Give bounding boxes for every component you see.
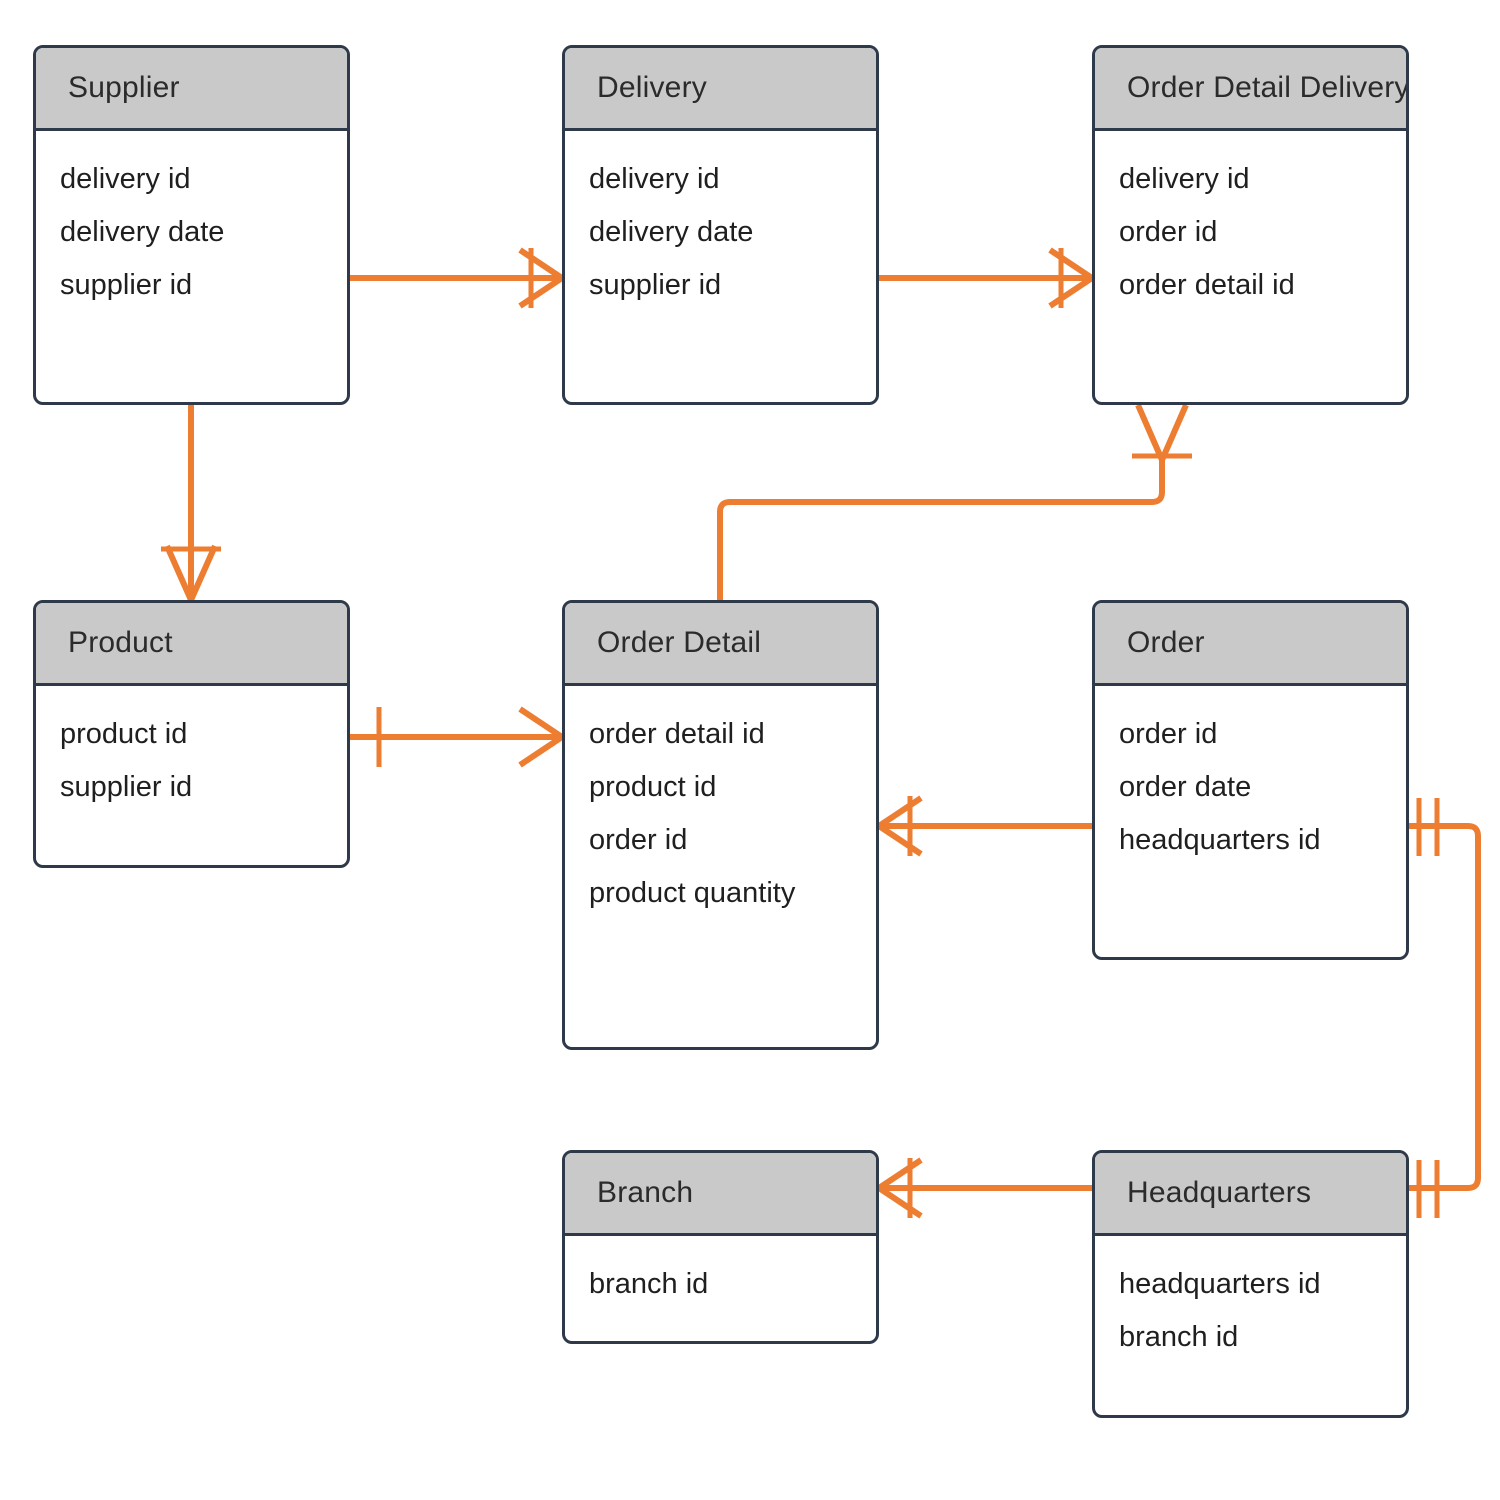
attribute-row: branch id [1119,1321,1239,1353]
attribute-row: order id [589,824,688,856]
entity-header-branch: Branch [565,1153,876,1236]
attribute-row: supplier id [589,269,722,301]
entity-title-supplier: Supplier [68,71,180,104]
attribute-row: order detail id [589,718,765,750]
entity-body-supplier: delivery id delivery date supplier id [36,131,347,334]
entity-header-supplier: Supplier [36,48,347,131]
attribute-row: supplier id [60,269,193,301]
entity-product[interactable]: Product product id supplier id [33,600,350,868]
relationship-order-detail-order [877,795,1092,857]
attribute-row: headquarters id [1119,824,1321,856]
entity-supplier[interactable]: Supplier delivery id delivery date suppl… [33,45,350,405]
entity-body-product: product id supplier id [36,686,347,836]
attribute-row: delivery id [1119,163,1250,195]
attribute-row: product quantity [589,877,796,909]
entity-body-branch: branch id [565,1236,876,1333]
attribute-row: order date [1119,771,1252,803]
attribute-row: product id [589,771,717,803]
attribute-row: supplier id [60,771,193,803]
entity-body-order-detail-delivery: delivery id order id order detail id [1095,131,1406,334]
relationship-supplier-delivery [350,247,564,309]
entity-header-headquarters: Headquarters [1095,1153,1406,1236]
entity-body-order: order id order date headquarters id [1095,686,1406,889]
relationship-delivery-order-detail-delivery [879,247,1094,309]
attribute-row: delivery id [589,163,720,195]
attribute-row: order detail id [1119,269,1295,301]
entity-title-delivery: Delivery [597,71,707,104]
attribute-row: delivery date [589,216,754,248]
attribute-row: product id [60,718,188,750]
attribute-row: order id [1119,718,1218,750]
entity-order-detail-delivery[interactable]: Order Detail Delivery delivery id order … [1092,45,1409,405]
attribute-row: headquarters id [1119,1268,1321,1300]
entity-header-product: Product [36,603,347,686]
entity-title-order-detail-delivery: Order Detail Delivery [1127,71,1409,104]
entity-title-order: Order [1127,626,1205,659]
entity-title-branch: Branch [597,1176,694,1209]
entity-title-order-detail: Order Detail [597,626,762,659]
entity-order-detail[interactable]: Order Detail order detail id product id … [562,600,879,1050]
entity-branch[interactable]: Branch branch id [562,1150,879,1344]
entity-header-order-detail-delivery: Order Detail Delivery [1095,48,1406,131]
entity-body-order-detail: order detail id product id order id prod… [565,686,876,942]
entity-title-headquarters: Headquarters [1127,1176,1312,1209]
entity-body-delivery: delivery id delivery date supplier id [565,131,876,334]
entity-header-order: Order [1095,603,1406,686]
relationship-supplier-product [161,405,221,602]
entity-title-product: Product [68,626,173,659]
entity-body-headquarters: headquarters id branch id [1095,1236,1406,1386]
attribute-row: delivery date [60,216,225,248]
entity-header-order-detail: Order Detail [565,603,876,686]
relationship-product-order-detail [350,706,564,768]
attribute-row: delivery id [60,163,191,195]
entity-order[interactable]: Order order id order date headquarters i… [1092,600,1409,960]
entity-header-delivery: Delivery [565,48,876,131]
entity-delivery[interactable]: Delivery delivery id delivery date suppl… [562,45,879,405]
relationship-order-detail-delivery-order-detail [717,403,1192,600]
relationship-branch-headquarters [877,1157,1092,1219]
attribute-row: branch id [589,1268,709,1300]
entity-headquarters[interactable]: Headquarters headquarters id branch id [1092,1150,1409,1418]
attribute-row: order id [1119,216,1218,248]
relationship-order-headquarters [1409,798,1481,1218]
